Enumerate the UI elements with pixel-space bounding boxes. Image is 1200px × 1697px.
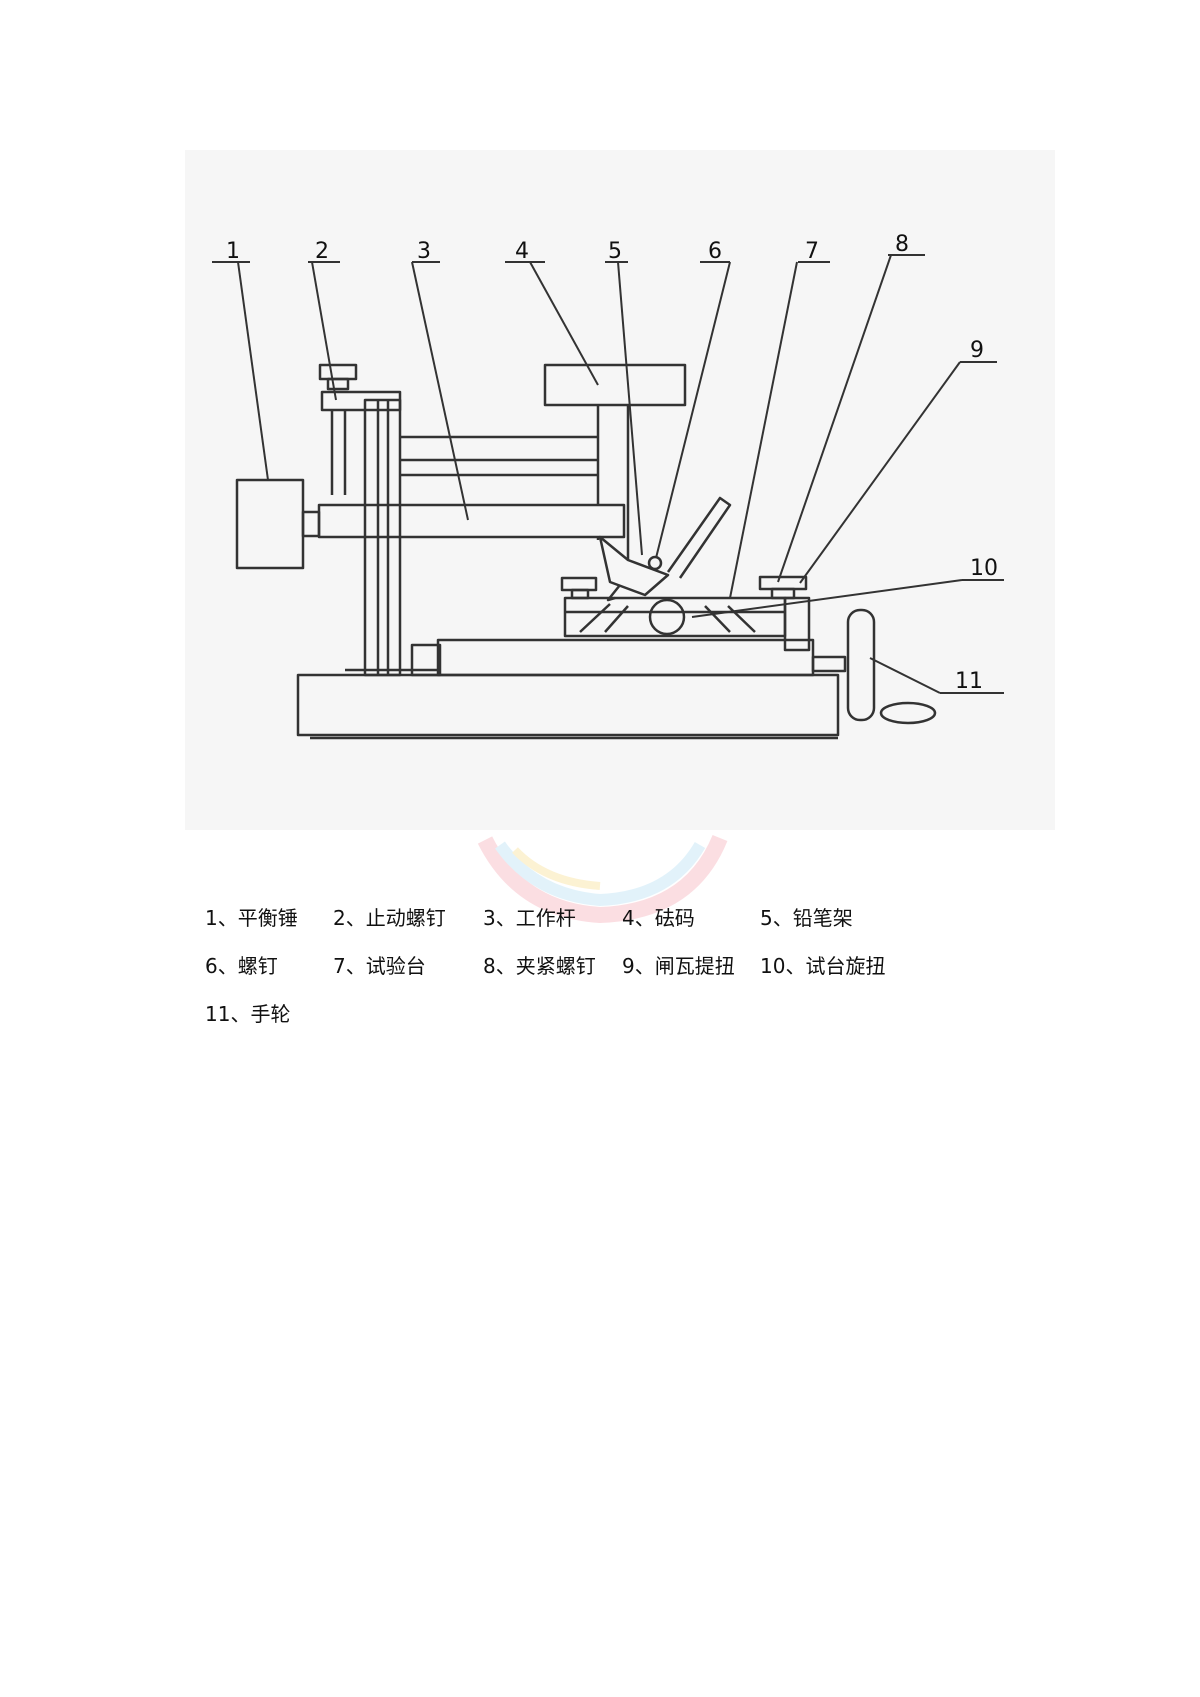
working-arm xyxy=(317,503,626,539)
callout-5: 5 xyxy=(608,239,622,264)
callout-2: 2 xyxy=(315,239,329,264)
legend-item: 4、砝码 xyxy=(622,906,695,930)
pencil-holder xyxy=(598,535,670,597)
pencil xyxy=(666,496,732,579)
legend-item: 10、试台旋扭 xyxy=(760,954,886,978)
callout-8: 8 xyxy=(895,232,909,257)
legend-item: 11、手轮 xyxy=(205,1002,291,1026)
legend-item: 2、止动螺钉 xyxy=(333,906,446,930)
callout-1: 1 xyxy=(226,239,240,264)
legend-item: 3、工作杆 xyxy=(483,906,576,930)
machine-drawing xyxy=(235,363,937,740)
callout-11: 11 xyxy=(955,669,983,694)
legend-item: 6、螺钉 xyxy=(205,954,278,978)
callout-4: 4 xyxy=(515,239,529,264)
handwheel-axle xyxy=(811,655,847,673)
weight-block xyxy=(543,363,687,407)
callout-6: 6 xyxy=(708,239,722,264)
callout-3: 3 xyxy=(417,239,431,264)
legend-item: 8、夹紧螺钉 xyxy=(483,954,596,978)
watermark-logo xyxy=(477,834,728,924)
legend-item: 5、铅笔架 xyxy=(760,906,853,930)
callout-labels: 1 2 3 4 5 6 7 8 9 10 11 xyxy=(226,232,998,694)
handwheel-shadow xyxy=(879,701,937,725)
legend-item: 7、试验台 xyxy=(333,954,426,978)
brake-knob xyxy=(783,596,811,652)
legend-item: 9、闸瓦提扭 xyxy=(622,954,735,978)
handwheel xyxy=(846,608,876,722)
holder-screw xyxy=(647,555,663,571)
legend-item: 1、平衡锤 xyxy=(205,906,298,930)
callout-7: 7 xyxy=(805,239,819,264)
callout-9: 9 xyxy=(970,338,984,363)
callout-10: 10 xyxy=(970,556,998,581)
scan-background xyxy=(185,150,1055,830)
column-cap xyxy=(320,390,402,412)
rail-end-block xyxy=(410,643,442,677)
table-roller xyxy=(648,598,686,636)
leader-lines xyxy=(212,254,1004,694)
